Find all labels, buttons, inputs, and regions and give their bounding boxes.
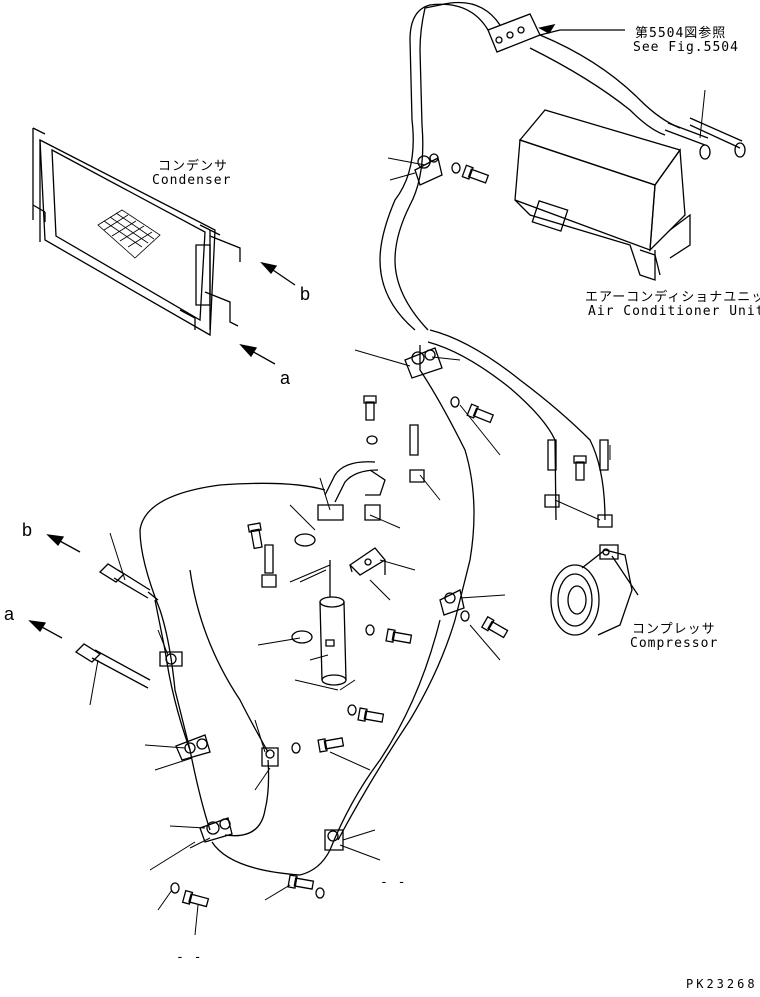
condenser [33, 128, 240, 335]
arrow-b-condenser [262, 263, 295, 285]
compressor [551, 545, 638, 635]
condenser-en-label: Condenser [152, 173, 232, 188]
clamp-upper-1 [415, 154, 442, 185]
compressor-en-label: Compressor [630, 636, 719, 651]
air-conditioner-unit [515, 110, 745, 280]
ac-unit-en-label: Air Conditioner Unit [588, 304, 760, 319]
clamp-upper-2 [405, 348, 442, 378]
fig-ref-en-label: See Fig.5504 [633, 40, 739, 55]
clamp-left-1 [160, 652, 182, 666]
receiver-drier [320, 560, 346, 685]
clamp-mid [262, 748, 278, 766]
arrow-b-left [48, 535, 80, 552]
condenser-jp-label: コンデンサ [158, 159, 229, 174]
figure-code: PK23268 [686, 977, 758, 991]
ac-unit-jp-label: エアーコンディショナユニット [585, 290, 760, 305]
compressor-jp-label: コンプレッサ [632, 622, 716, 637]
clamp-left-3 [200, 818, 232, 842]
mark-b-left: b [22, 520, 33, 540]
sight-glass-fitting [318, 462, 385, 520]
fig-ref-clamp-block [488, 14, 625, 52]
arrow-a-condenser [241, 345, 275, 364]
pipe-lower [140, 483, 455, 875]
drier-bracket [350, 548, 385, 575]
mark-a-condenser: a [280, 368, 291, 388]
clamp-drier-top [292, 534, 315, 643]
leader-lines [90, 90, 705, 935]
hose-clips [262, 425, 612, 587]
dash-mark-bottom: - - [176, 950, 203, 965]
fig-ref-jp-label: 第5504図参照 [635, 26, 727, 41]
arrow-a-left [30, 621, 62, 638]
condenser-mesh [98, 210, 160, 258]
dash-mark-right: - - [380, 875, 407, 890]
clamp-right [440, 590, 464, 615]
mark-a-left: a [4, 604, 15, 624]
bolts [171, 163, 586, 908]
hose-a [76, 644, 150, 688]
mark-b-condenser: b [300, 284, 311, 304]
